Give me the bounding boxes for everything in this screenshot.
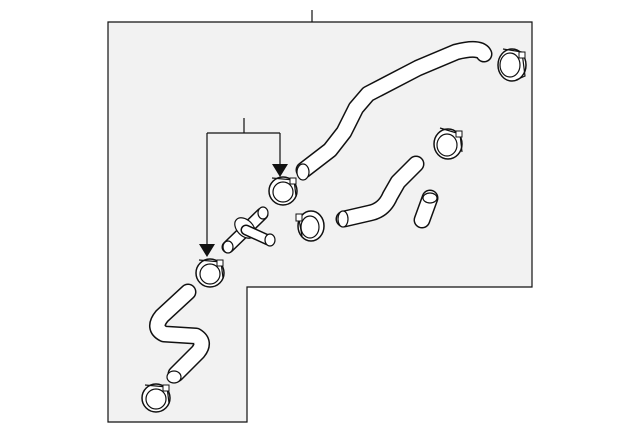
t-connector-fitting <box>221 206 276 254</box>
hose-clamp-bottom <box>141 383 171 413</box>
hose-clamp-arrow-lower <box>195 258 225 288</box>
hose-clamp-upper-right <box>497 48 527 82</box>
hose-clamp-middle-right <box>433 127 463 160</box>
hose-clamp-center <box>295 210 325 242</box>
hose-clamp-arrow-upper <box>268 176 298 206</box>
middle-curved-hose <box>335 155 425 228</box>
upper-hose <box>295 40 493 181</box>
lower-s-hose <box>149 283 210 384</box>
short-hose-piece <box>413 189 439 229</box>
callout-bracket <box>199 118 288 257</box>
